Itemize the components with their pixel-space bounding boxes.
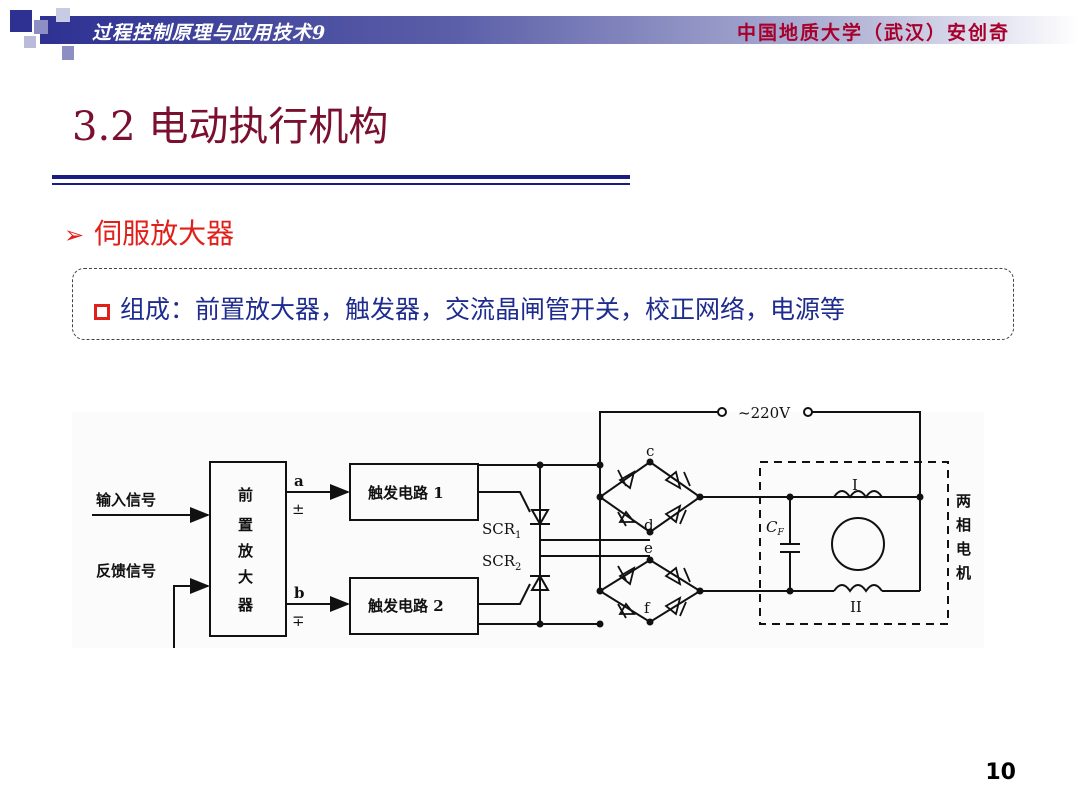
preamp-char: 放 — [237, 542, 254, 560]
page-number: 10 — [985, 760, 1016, 785]
scr1-label: SCR1 — [482, 520, 521, 541]
trigger-circuit-2-block — [349, 577, 479, 635]
square-bullet-icon — [94, 304, 110, 320]
preamp-char: 前 — [238, 486, 253, 504]
scr2-symbol — [530, 573, 550, 591]
preamp-char: 器 — [237, 596, 254, 614]
composition-text: 组成：前置放大器，触发器，交流晶闸管开关，校正网络，电源等 — [120, 295, 846, 324]
preamp-char: 大 — [238, 568, 253, 586]
motor-rotor-symbol — [831, 517, 885, 571]
title-underline — [52, 175, 630, 179]
node-f-label: f — [644, 599, 651, 617]
arrow-bullet-icon: ➢ — [64, 221, 85, 249]
terminal-a-label: a — [294, 472, 304, 490]
winding-2-label: II — [850, 598, 862, 616]
winding-1-symbol — [833, 490, 883, 499]
bullet-text: 伺服放大器 — [94, 217, 235, 250]
motor-boundary — [759, 461, 949, 625]
supply-terminal-left — [717, 407, 727, 417]
motor-char: 相 — [956, 516, 971, 534]
sign-a-label: ± — [292, 500, 305, 518]
supply-voltage-label: ~220V — [738, 404, 791, 422]
trigger-1-label: 触发电路 1 — [368, 484, 444, 502]
header-decor-square — [34, 20, 48, 34]
header-decor-square — [56, 8, 70, 22]
winding-2-symbol — [833, 584, 883, 593]
supply-terminal-right — [803, 407, 813, 417]
motor-char: 机 — [956, 564, 971, 582]
header-decor-square — [24, 36, 36, 48]
composition-line: 组成：前置放大器，触发器，交流晶闸管开关，校正网络，电源等 — [94, 290, 845, 326]
motor-char: 两 — [956, 492, 971, 510]
node-d-label: d — [644, 516, 654, 534]
terminal-b-label: b — [294, 584, 305, 602]
motor-char: 电 — [956, 540, 971, 558]
author-label: 中国地质大学（武汉）安创奇 — [736, 22, 1010, 44]
node-e-label: e — [644, 539, 653, 557]
bullet-item: ➢ 伺服放大器 — [64, 212, 234, 252]
preamp-char: 置 — [238, 516, 253, 534]
feedback-signal-label: 反馈信号 — [96, 562, 156, 580]
header-decor-square — [62, 46, 74, 60]
capacitor-label: CF — [766, 518, 784, 538]
node-c-label: c — [646, 442, 654, 460]
composition-box — [72, 268, 1014, 340]
preamp-block — [209, 461, 287, 637]
header-decor-square — [10, 10, 32, 32]
input-signal-label: 输入信号 — [96, 491, 156, 509]
slide-title: 3.2 电动执行机构 — [72, 104, 389, 150]
header-band — [40, 16, 1080, 44]
scr2-label: SCR2 — [482, 552, 521, 573]
winding-1-label: I — [852, 476, 858, 494]
trigger-2-label: 触发电路 2 — [368, 597, 444, 615]
title-underline-thin — [52, 183, 630, 185]
scr1-symbol — [530, 509, 550, 527]
course-title: 过程控制原理与应用技术9 — [92, 22, 327, 44]
sign-b-label: ∓ — [292, 612, 305, 630]
